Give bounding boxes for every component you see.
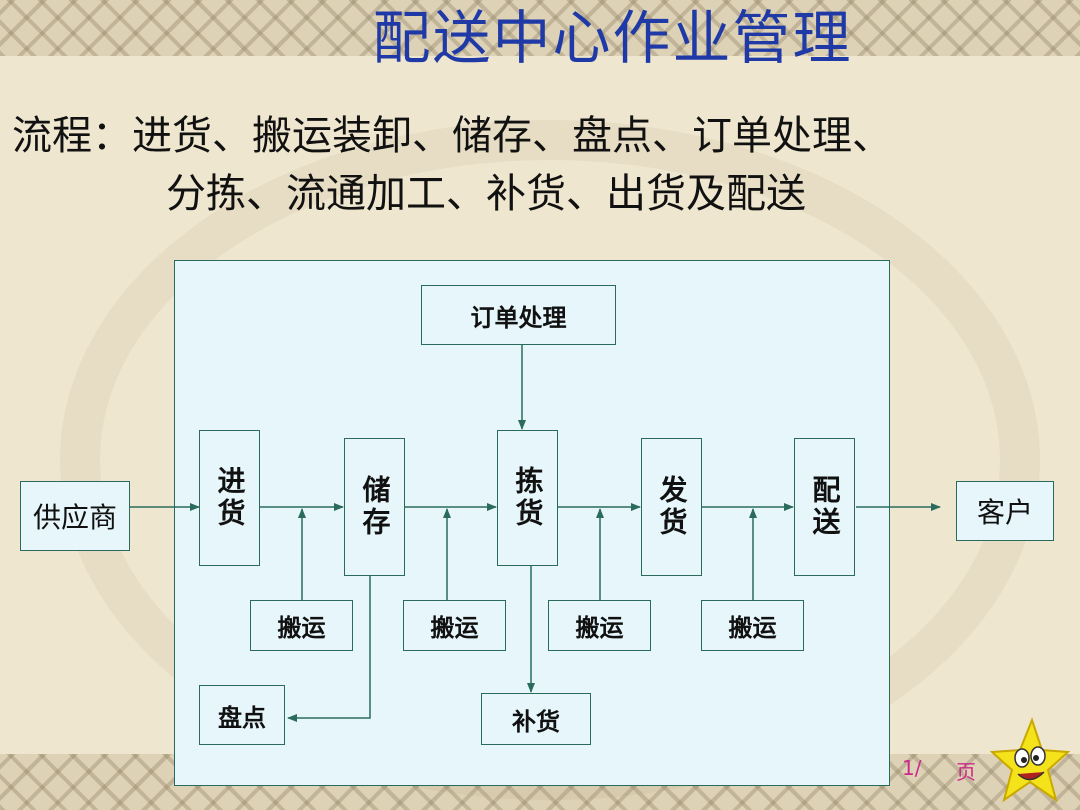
node-handling-1: 搬运 [250, 600, 353, 651]
node-customer: 客户 [956, 481, 1054, 541]
page-number: 1/ [902, 756, 922, 780]
node-order-processing: 订单处理 [421, 285, 616, 345]
slide-title: 配送中心作业管理 [372, 4, 853, 72]
node-shipping: 发货 [641, 438, 702, 576]
node-replenishment: 补货 [481, 693, 591, 745]
node-receiving: 进货 [199, 430, 260, 566]
page-label: 页 [956, 760, 976, 784]
node-handling-4: 搬运 [701, 600, 804, 651]
flow-text-line-1: 流程：进货、搬运装卸、储存、盘点、订单处理、 [12, 113, 892, 159]
node-handling-2: 搬运 [403, 600, 506, 651]
node-delivery: 配送 [794, 438, 855, 576]
flow-text-line-2: 分拣、流通加工、补货、出货及配送 [166, 171, 806, 217]
node-picking: 拣货 [497, 430, 558, 566]
node-supplier: 供应商 [20, 481, 130, 551]
node-handling-3: 搬运 [548, 600, 651, 651]
node-inventory-count: 盘点 [199, 685, 285, 745]
star-mascot-icon [990, 717, 1070, 803]
decorative-top-border [0, 0, 1080, 56]
node-storage: 储存 [344, 438, 405, 576]
